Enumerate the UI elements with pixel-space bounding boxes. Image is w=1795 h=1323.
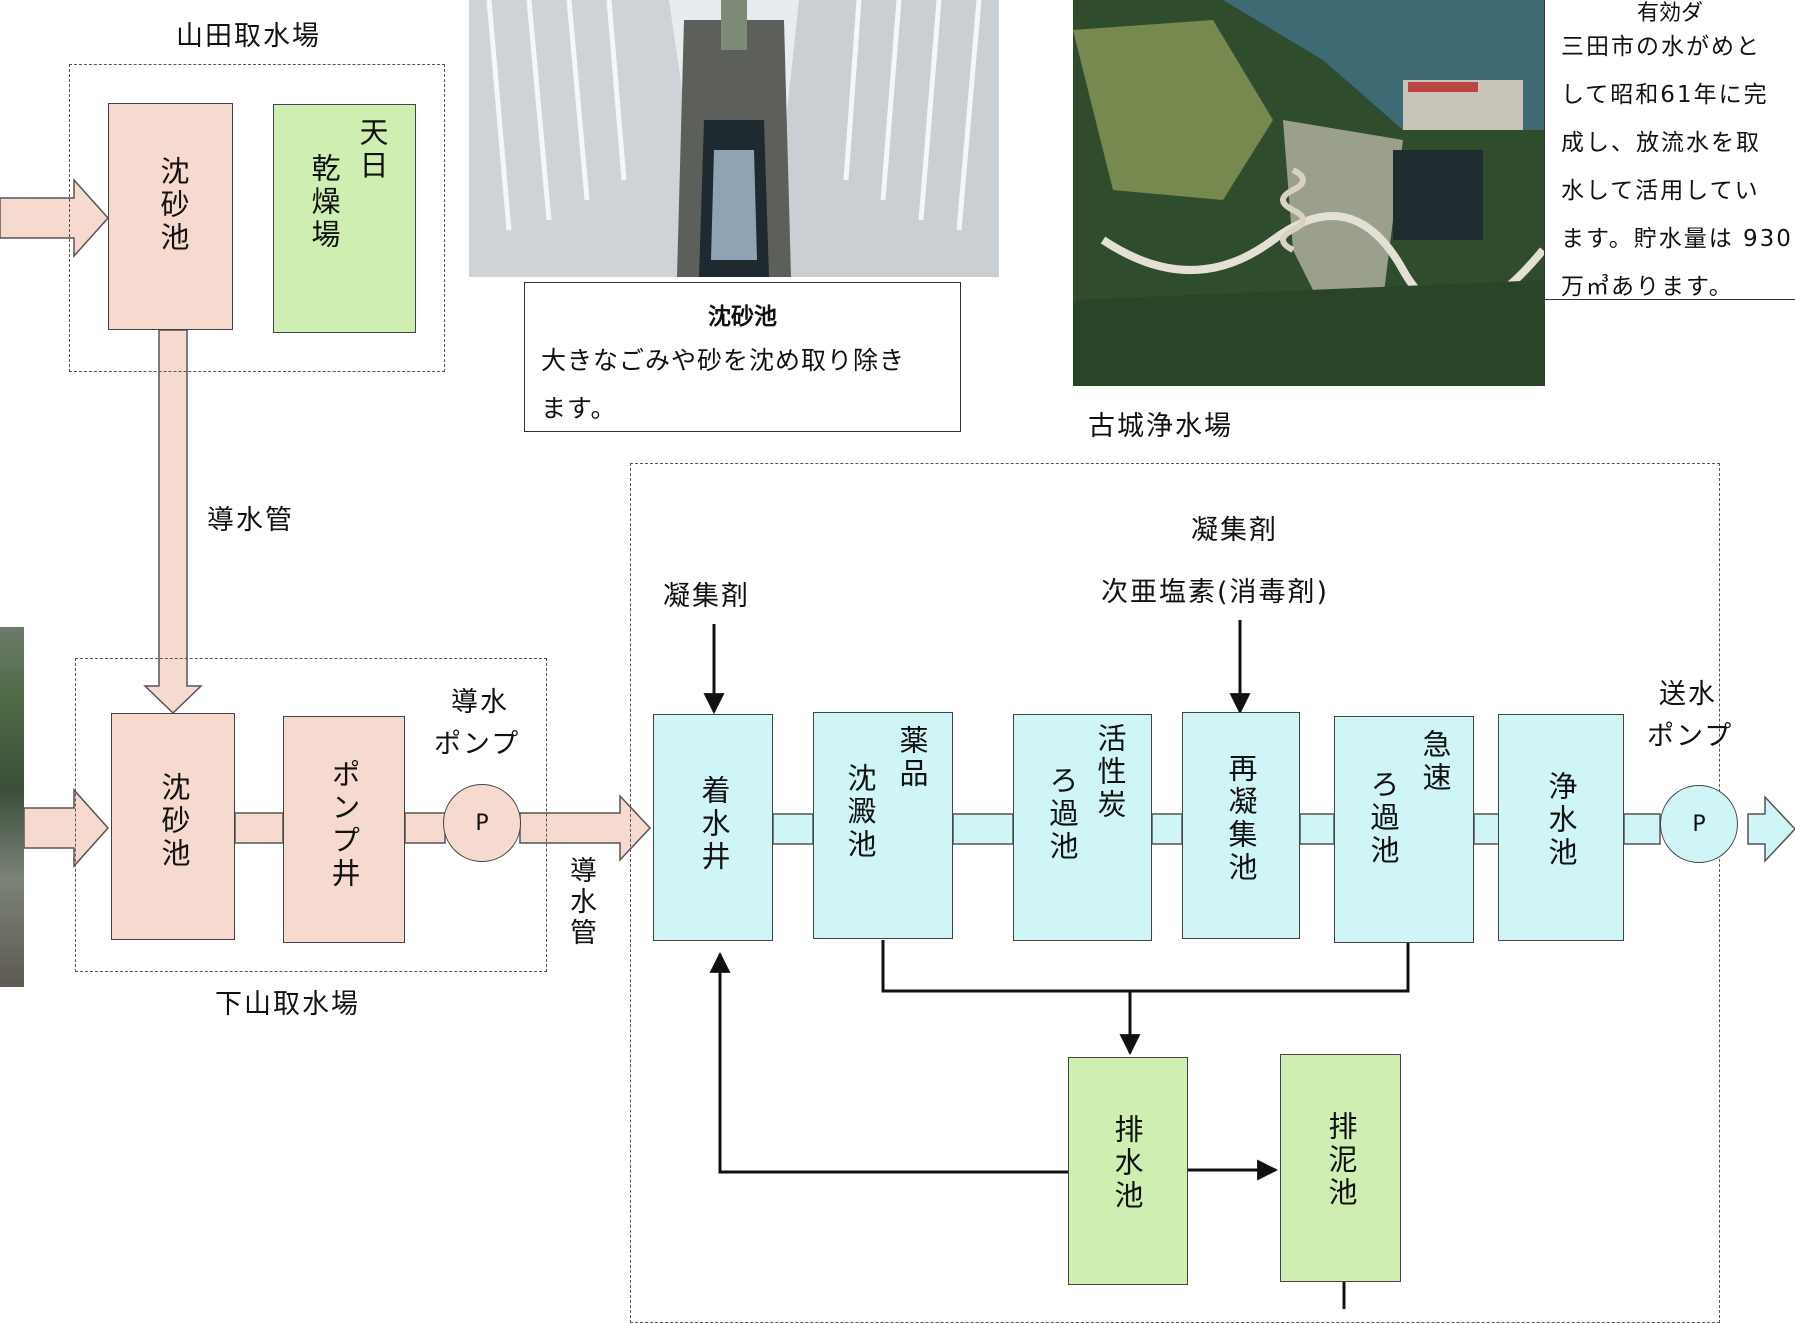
yamada-intake-boundary [69,64,445,372]
chem-sed-label-b: 薬品 [895,725,929,791]
dam-note-partial-title: 有効ダ [1637,1,1704,26]
pump-well-label: ポンプ井 [327,759,361,891]
dam-note-line3: 成し、放流水を取 [1561,130,1761,156]
sludge-pond-label: 排泥池 [1324,1111,1358,1210]
send-pump-p-label: P [1692,811,1706,837]
dam-note-line5: ます。貯水量は 930 [1561,226,1793,252]
intake-pump-label-line1: 導水 [451,687,509,718]
yamada-intake-title: 山田取水場 [176,21,321,52]
recoag-label: 再凝集池 [1224,753,1258,885]
sand-basin-caption-line1: 大きなごみや砂を沈め取り除き [541,346,906,375]
chemical-sedimentation-basin: 薬品 沈澱池 [813,712,953,939]
send-pump-symbol: P [1660,785,1738,863]
rapid-label-a: ろ過池 [1366,769,1400,868]
re-coagulation-basin: 再凝集池 [1182,712,1300,939]
river-photo-partial [0,627,24,987]
pipe-pumpwell-to-pump [404,812,446,844]
send-pump-label-line2: ポンプ [1647,721,1734,752]
coagulant-left-label: 凝集剤 [663,581,750,612]
dam-note-line6: 万㎥あります。 [1561,274,1734,300]
conduit-pipe-label-vertical: 導水管 [565,856,596,949]
shimoyama-intake-boundary [75,658,547,972]
dam-note-body: 三田市の水がめと して昭和61年に完 成し、放流水を取 水して活用してい ます。… [1561,23,1793,311]
intake-pump-p-label: P [475,810,489,836]
pump-well: ポンプ井 [283,716,405,943]
dam-info-note: 有効ダ 三田市の水がめと して昭和61年に完 成し、放流水を取 水して活用してい… [1544,0,1795,300]
shimoyama-sand-basin-label: 沈砂池 [157,772,191,871]
inflow-arrow-yamada [0,178,110,258]
dam-aerial-photo [1073,0,1545,386]
pipe-sand-to-pumpwell [234,812,284,844]
dam-note-line4: 水して活用してい [1561,178,1760,204]
clear-water-label: 浄水池 [1544,771,1578,870]
conduit-pipe-label: 導水管 [207,505,294,536]
sand-basin-caption-title: 沈砂池 [708,304,777,330]
inflow-arrow-shimoyama [23,788,110,868]
sand-basin-caption: 沈砂池 大きなごみや砂を沈め取り除き ます。 [524,282,961,432]
drain-pond-label: 排水池 [1110,1114,1144,1213]
sludge-pond: 排泥池 [1280,1054,1401,1282]
coagulant-top-label: 凝集剤 [1191,515,1278,546]
conduit-pipe-vertical [143,329,203,715]
sand-basin-photo [469,0,999,277]
send-pump-label-line1: 送水 [1659,679,1717,710]
pipe-cyan-2 [952,813,1014,845]
chem-sed-label-a: 沈澱池 [843,763,877,862]
intake-pump-label-line2: ポンプ [434,729,521,760]
shimoyama-sand-basin: 沈砂池 [111,713,235,940]
yamada-sand-basin-label: 沈砂池 [156,156,190,255]
dam-note-line2: して昭和61年に完 [1561,82,1769,108]
pipe-cyan-4 [1299,813,1335,845]
kojo-plant-title: 古城浄水場 [1088,411,1233,442]
sand-basin-caption-line2: ます。 [541,394,617,423]
shimoyama-intake-title: 下山取水場 [215,989,360,1020]
carbon-label-a: ろ過池 [1045,765,1079,864]
rapid-sand-filter: 急速 ろ過池 [1334,716,1474,943]
sun-drying-label-col1: 天日 [355,117,389,183]
rapid-label-b: 急速 [1418,729,1452,795]
sun-drying-bed: 天日 乾燥場 [273,104,416,333]
hypochlorite-label: 次亜塩素(消毒剤) [1101,577,1330,608]
activated-carbon-filter: 活性炭 ろ過池 [1013,714,1152,941]
sun-drying-label-col2: 乾燥場 [307,153,341,252]
send-water-arrow [1747,795,1795,863]
return-line [709,951,1068,1174]
drain-pond: 排水池 [1068,1057,1188,1285]
dam-note-line1: 三田市の水がめと [1561,34,1761,60]
receiving-well-label: 着水井 [697,775,731,874]
carbon-label-b: 活性炭 [1093,723,1127,822]
clear-water-reservoir: 浄水池 [1498,714,1624,941]
intake-pump-symbol: P [443,784,521,862]
conduit-arrow-to-plant [519,794,652,862]
yamada-sand-basin: 沈砂池 [108,103,233,330]
receiving-well: 着水井 [653,714,773,941]
sludge-collection-lines [881,940,1410,993]
